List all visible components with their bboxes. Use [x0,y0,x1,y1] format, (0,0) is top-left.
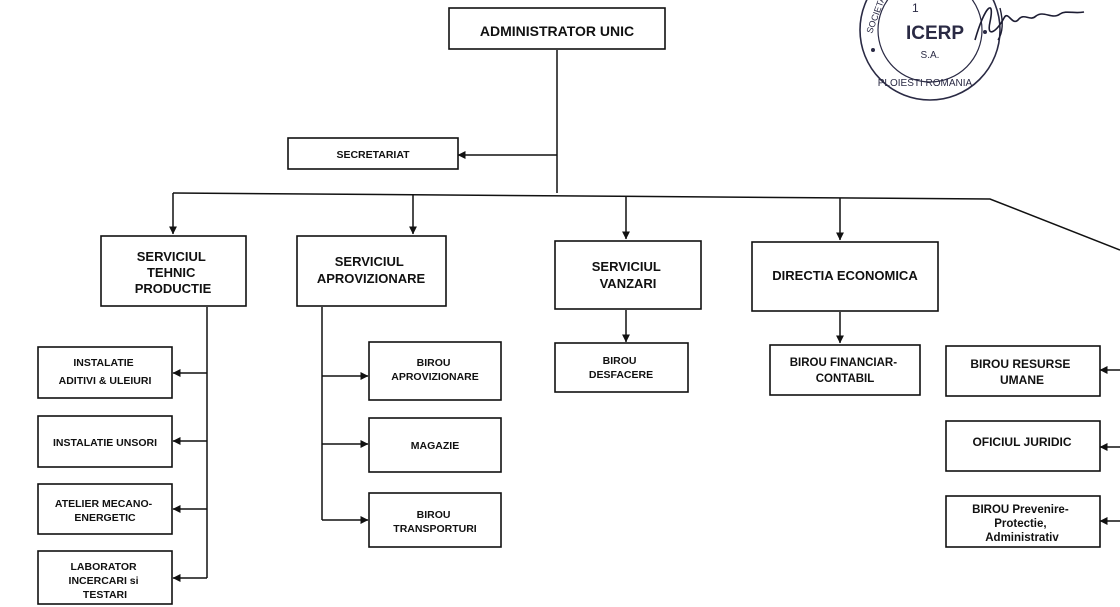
unit-aditivi-line-1: INSTALATIE [73,357,133,369]
dept-vanzari-label: SERVICIUL VANZARI [592,259,665,291]
dept-vanzari: SERVICIUL VANZARI [554,240,702,310]
unit-transporturi-label: BIROU TRANSPORTURI [393,509,476,535]
unit-desfacere-line-1: BIROU [603,355,637,367]
stamp-dot [871,48,875,52]
dept-aprov-line-1: SERVICIUL [335,254,404,269]
dept-aprovizionare-label: SERVICIUL APROVIZIONARE [317,254,426,286]
dept-tehnic-line-3: PRODUCTIE [135,281,212,296]
unit-unsori-box [37,415,173,468]
unit-aditivi: INSTALATIE ADITIVI & ULEIURI [37,346,173,399]
unit-atelier-label: ATELIER MECANO- ENERGETIC [55,498,155,524]
unit-desfacere: BIROU DESFACERE [554,342,689,393]
unit-resurse-label: BIROU RESURSE UMANE [970,357,1073,387]
unit-resurse-line-2: UMANE [1000,373,1044,387]
unit-resurse-box [945,345,1101,397]
unit-juridic-box [945,420,1101,472]
unit-prevenire-label: BIROU Prevenire- Protectie, Administrati… [972,504,1072,544]
unit-atelier: ATELIER MECANO- ENERGETIC [37,483,173,535]
unit-juridic-label: OFICIUL JURIDIC [972,435,1071,449]
edge-main-bus [172,192,1120,251]
stamp-ring-text: SOCIETATE COMERCIALA [864,0,912,35]
unit-transporturi: BIROU TRANSPORTURI [368,492,502,548]
unit-financiar-label: BIROU FINANCIAR- CONTABIL [790,357,901,385]
unit-financiar: BIROU FINANCIAR- CONTABIL [769,344,921,396]
unit-unsori: INSTALATIE UNSORI [37,415,173,468]
dept-vanzari-box [554,240,702,310]
unit-juridic: OFICIUL JURIDIC [945,420,1101,472]
unit-atelier-box [37,483,173,535]
unit-resurse-line-1: BIROU RESURSE [970,357,1070,371]
unit-financiar-box [769,344,921,396]
unit-birou-aprov: BIROU APROVIZIONARE [368,341,502,401]
connectors [169,50,1120,582]
unit-laborator-label: LABORATOR INCERCARI si TESTARI [69,561,142,601]
root-label: ADMINISTRATOR UNIC [480,23,634,39]
dept-tehnic-box [100,235,247,307]
unit-prevenire-box [945,495,1101,548]
unit-atelier-line-2: ENERGETIC [74,512,136,524]
unit-aditivi-label: INSTALATIE ADITIVI & ULEIURI [59,357,152,387]
unit-prevenire-line-1: BIROU Prevenire- [972,504,1069,516]
dept-economica-label: DIRECTIA ECONOMICA [772,268,918,283]
unit-magazie: MAGAZIE [368,417,502,473]
dept-tehnic: SERVICIUL TEHNIC PRODUCTIE [100,235,247,307]
unit-transporturi-line-2: TRANSPORTURI [393,523,476,535]
signature-stroke [974,7,1085,41]
unit-resurse: BIROU RESURSE UMANE [945,345,1101,397]
unit-financiar-line-1: BIROU FINANCIAR- [790,357,897,369]
unit-atelier-line-1: ATELIER MECANO- [55,498,153,510]
unit-magazie-label: MAGAZIE [411,440,459,452]
unit-laborator: LABORATOR INCERCARI si TESTARI [37,550,173,605]
stamp-number: 1 [912,1,919,15]
secretariat-node: SECRETARIAT [287,137,459,170]
unit-prevenire: BIROU Prevenire- Protectie, Administrati… [945,495,1101,548]
unit-transporturi-box [368,492,502,548]
handwritten-signature [974,7,1085,41]
unit-birou-aprov-box [368,341,502,401]
dept-vanzari-line-1: SERVICIUL [592,259,661,274]
dept-aprovizionare: SERVICIUL APROVIZIONARE [296,235,447,307]
secretariat-box [287,137,459,170]
unit-aditivi-box [37,346,173,399]
unit-desfacere-box [554,342,689,393]
unit-magazie-box [368,417,502,473]
unit-aditivi-line-2: ADITIVI & ULEIURI [59,375,152,387]
unit-laborator-line-2: INCERCARI si [69,575,139,587]
dept-aprov-line-2: APROVIZIONARE [317,271,426,286]
unit-unsori-label: INSTALATIE UNSORI [53,437,157,449]
company-stamp: 1 ICERP S.A. PLOIESTI ROMANIA SOCIETATE … [859,0,1001,101]
dept-economica: DIRECTIA ECONOMICA [751,241,939,312]
stamp-form: S.A. [921,50,940,61]
unit-birou-aprov-line-2: APROVIZIONARE [391,371,479,383]
dept-tehnic-line-2: TEHNIC [147,265,196,280]
unit-laborator-box [37,550,173,605]
dept-tehnic-label: SERVICIUL TEHNIC PRODUCTIE [135,249,212,296]
dept-tehnic-line-1: SERVICIUL [137,249,206,264]
signature-stroke [997,7,1003,41]
stamp-company: ICERP [906,23,964,44]
unit-prevenire-line-2: Protectie, [994,518,1046,530]
stamp-location: PLOIESTI ROMANIA [878,78,973,89]
unit-desfacere-label: BIROU DESFACERE [589,355,653,381]
unit-financiar-line-2: CONTABIL [816,373,875,385]
secretariat-label: SECRETARIAT [336,149,410,161]
unit-desfacere-line-2: DESFACERE [589,369,653,381]
unit-laborator-line-3: TESTARI [83,589,127,601]
stamp-dot [983,30,987,34]
unit-prevenire-line-3: Administrativ [985,532,1059,544]
unit-birou-aprov-line-1: BIROU [417,357,451,369]
unit-birou-aprov-label: BIROU APROVIZIONARE [391,357,479,383]
stamp-outer-ring [859,0,1001,101]
stamp-inner-ring [877,0,983,83]
unit-transporturi-line-1: BIROU [417,509,451,521]
dept-economica-box [751,241,939,312]
root-node: ADMINISTRATOR UNIC [448,7,666,50]
unit-laborator-line-1: LABORATOR [70,561,137,573]
dept-vanzari-line-2: VANZARI [600,276,657,291]
root-box [448,7,666,50]
dept-aprovizionare-box [296,235,447,307]
